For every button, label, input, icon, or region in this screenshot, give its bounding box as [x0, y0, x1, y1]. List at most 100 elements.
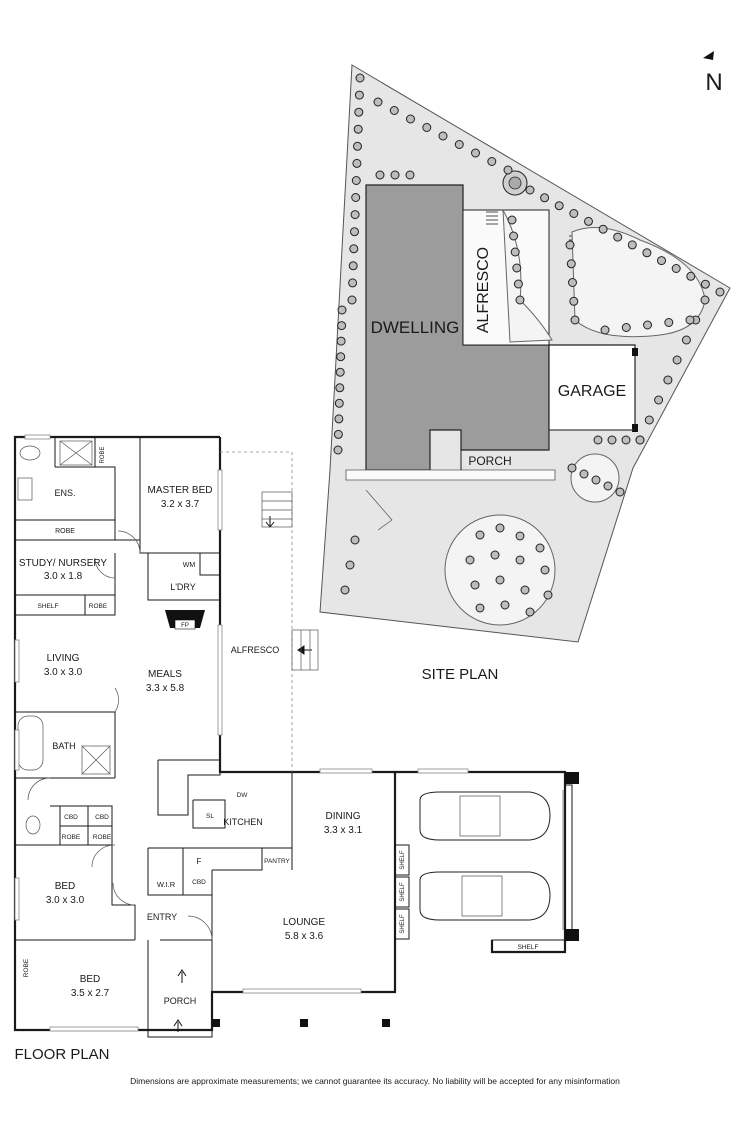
north-arrow-icon [703, 51, 714, 60]
shrub-icon [353, 141, 362, 151]
car-icon [419, 871, 551, 921]
label-entry: ENTRY [147, 912, 177, 922]
shrub-icon [350, 535, 360, 545]
shrub-icon [349, 244, 359, 254]
shrub-icon [475, 530, 485, 540]
site-label-dwelling: DWELLING [371, 318, 460, 337]
shrub-icon [525, 185, 535, 195]
room-name-master-bed: MASTER BED [147, 485, 212, 496]
shrub-icon [591, 475, 601, 485]
shrub-icon [515, 555, 525, 565]
shrub-icon [347, 295, 357, 305]
shrub-icon [345, 560, 355, 570]
shrub-icon [389, 106, 399, 115]
floor-plan-labels: MASTER BED 3.2 x 3.7 ENS. ROBE ROBE STUD… [14, 446, 538, 1063]
shrub-icon [700, 279, 710, 289]
label-sl: SL [206, 813, 214, 820]
shrub-icon [336, 352, 346, 362]
shrub-icon [352, 158, 362, 168]
label-cbd-2: CBD [95, 814, 109, 821]
shrub-icon [715, 287, 725, 297]
shrub-icon [490, 550, 500, 560]
room-name-study: STUDY/ NURSERY [19, 558, 107, 569]
label-ens: ENS. [54, 488, 75, 498]
room-name-dining: DINING [326, 811, 361, 822]
room-dims-dining: 3.3 x 3.1 [324, 825, 363, 836]
floor-plan-title: FLOOR PLAN [14, 1046, 109, 1063]
shrub-icon [351, 193, 361, 202]
shrub-icon [350, 227, 359, 237]
shrub-icon [570, 315, 580, 325]
shrub-icon [354, 90, 364, 100]
shrub-icon [579, 469, 589, 479]
shrub-icon [643, 320, 652, 330]
shrub-icon [569, 209, 579, 218]
shrub-icon [664, 318, 674, 327]
shrub-icon [340, 585, 350, 595]
shrub-icon [375, 170, 385, 180]
label-robe-ens: ROBE [100, 446, 106, 463]
disclaimer-text: Dimensions are approximate measurements;… [130, 1076, 620, 1086]
shrub-icon [503, 165, 513, 175]
label-robe-bed-3: ROBE [23, 958, 30, 977]
room-name-meals: MEALS [148, 669, 182, 680]
site-plan-title: SITE PLAN [422, 666, 499, 683]
shrub-icon [438, 131, 448, 141]
shrub-icon [540, 565, 550, 575]
shrub-icon [540, 193, 550, 203]
label-pantry: PANTRY [264, 858, 290, 865]
shrub-icon [470, 580, 480, 590]
room-dims-study: 3.0 x 1.8 [44, 571, 83, 582]
label-kitchen: KITCHEN [223, 817, 263, 827]
shrub-icon [569, 296, 579, 306]
room-dims-bed-3: 3.5 x 2.7 [71, 988, 110, 999]
shrub-icon [603, 481, 613, 491]
shrub-icon [598, 224, 608, 234]
label-shelf-garage-2: SHELF [400, 882, 406, 902]
shrub-icon [621, 435, 631, 445]
shrub-icon [635, 435, 645, 445]
shrub-icon [621, 323, 631, 332]
shrub-icon [353, 124, 363, 134]
shrub-icon [615, 487, 625, 497]
label-fp: FP [181, 623, 189, 629]
shrub-icon [335, 383, 345, 393]
shrub-icon [512, 263, 522, 273]
shrub-icon [422, 123, 432, 132]
shrub-icon [487, 157, 497, 166]
label-cbd-3: CBD [192, 879, 206, 886]
label-dw: DW [237, 792, 249, 799]
shrub-icon [515, 295, 525, 305]
label-bath: BATH [52, 741, 75, 751]
label-shelf-garage-3: SHELF [400, 914, 406, 934]
shrub-icon [500, 600, 510, 610]
shrub-icon [525, 607, 535, 617]
shrub-icon [406, 114, 415, 124]
shrub-icon [685, 315, 695, 325]
room-name-bed-2: BED [55, 881, 76, 892]
room-dims-meals: 3.3 x 5.8 [146, 683, 185, 694]
shrub-icon [672, 355, 682, 365]
compass-north-letter: N [705, 69, 722, 96]
shrub-icon [535, 543, 545, 553]
shrub-icon [475, 603, 485, 613]
shrub-icon [644, 415, 654, 425]
site-plan: DWELLING ALFRESCO GARAGE PORCH SITE PLAN [319, 64, 731, 683]
label-shelf-study: SHELF [38, 603, 59, 610]
room-name-lounge: LOUNGE [283, 917, 326, 928]
site-label-porch: PORCH [468, 454, 511, 468]
shrub-icon [348, 261, 358, 271]
shrub-icon [593, 435, 603, 445]
shrub-icon [584, 216, 593, 226]
shrub-icon [686, 271, 696, 281]
site-label-garage: GARAGE [558, 383, 626, 400]
site-label-alfresco: ALFRESCO [475, 247, 492, 333]
shrub-icon [336, 336, 346, 346]
shrub-icon [566, 259, 576, 269]
label-robe-study: ROBE [89, 603, 108, 610]
shrub-icon [654, 395, 664, 405]
room-name-bed-3: BED [80, 974, 101, 985]
shrub-icon [565, 240, 575, 250]
